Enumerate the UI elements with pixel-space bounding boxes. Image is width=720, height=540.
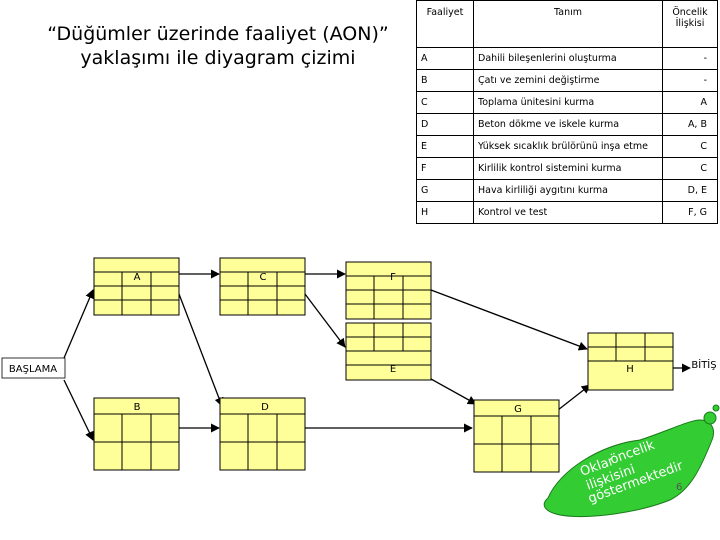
callout-shape (543, 419, 714, 517)
node-e-label: E (390, 364, 396, 375)
arrow-g-h (557, 384, 591, 411)
node-f: F (345, 261, 432, 320)
arrow-e-g (430, 378, 477, 405)
node-g: G (473, 399, 560, 473)
arrow-c-e (304, 293, 346, 348)
node-h-label: H (626, 364, 634, 375)
callout-bubble-2 (712, 404, 720, 412)
node-b: B (93, 397, 180, 471)
node-c: C (219, 257, 306, 316)
node-h: H (587, 332, 674, 391)
node-a-label: A (134, 272, 141, 283)
title-line-1: “Düğümler üzerinde faaliyet (AON)” (47, 23, 389, 45)
start-node-label: BAŞLAMA (9, 364, 57, 375)
slide-title: “Düğümler üzerinde faaliyet (AON)” yakla… (18, 22, 418, 70)
callout-bubble-1 (703, 411, 717, 425)
cell-precedence: F, G (662, 201, 718, 224)
node-c-label: C (260, 272, 267, 283)
node-d-label: D (261, 402, 269, 413)
title-line-2: yaklaşımı ile diyagram çizimi (80, 47, 356, 69)
arrows (63, 269, 691, 441)
table-header-row: Faaliyet Tanım Öncelik İlişkisi (416, 0, 718, 48)
node-e: E (345, 322, 432, 381)
arrow-start-a (63, 289, 94, 359)
node-f-label: F (390, 272, 396, 283)
node-b-label: B (134, 402, 141, 413)
node-d: D (219, 397, 306, 471)
callout-note: öncelik Oklar ilişkisini göstermektedir (543, 404, 720, 517)
cell-description: Kontrol ve test (473, 201, 663, 224)
header-activity: Faaliyet (416, 0, 474, 48)
node-a: A (93, 257, 180, 316)
start-node-box (1, 357, 66, 379)
node-g-label: G (514, 404, 522, 415)
end-node-label: BİTİŞ (691, 358, 716, 371)
arrow-f-h (430, 289, 588, 351)
cell-precedence: A, B (662, 113, 718, 136)
arrow-a-d (178, 293, 224, 407)
arrow-start-b (63, 379, 94, 441)
page-number: 6 (676, 482, 682, 493)
header-description: Tanım (473, 0, 663, 48)
